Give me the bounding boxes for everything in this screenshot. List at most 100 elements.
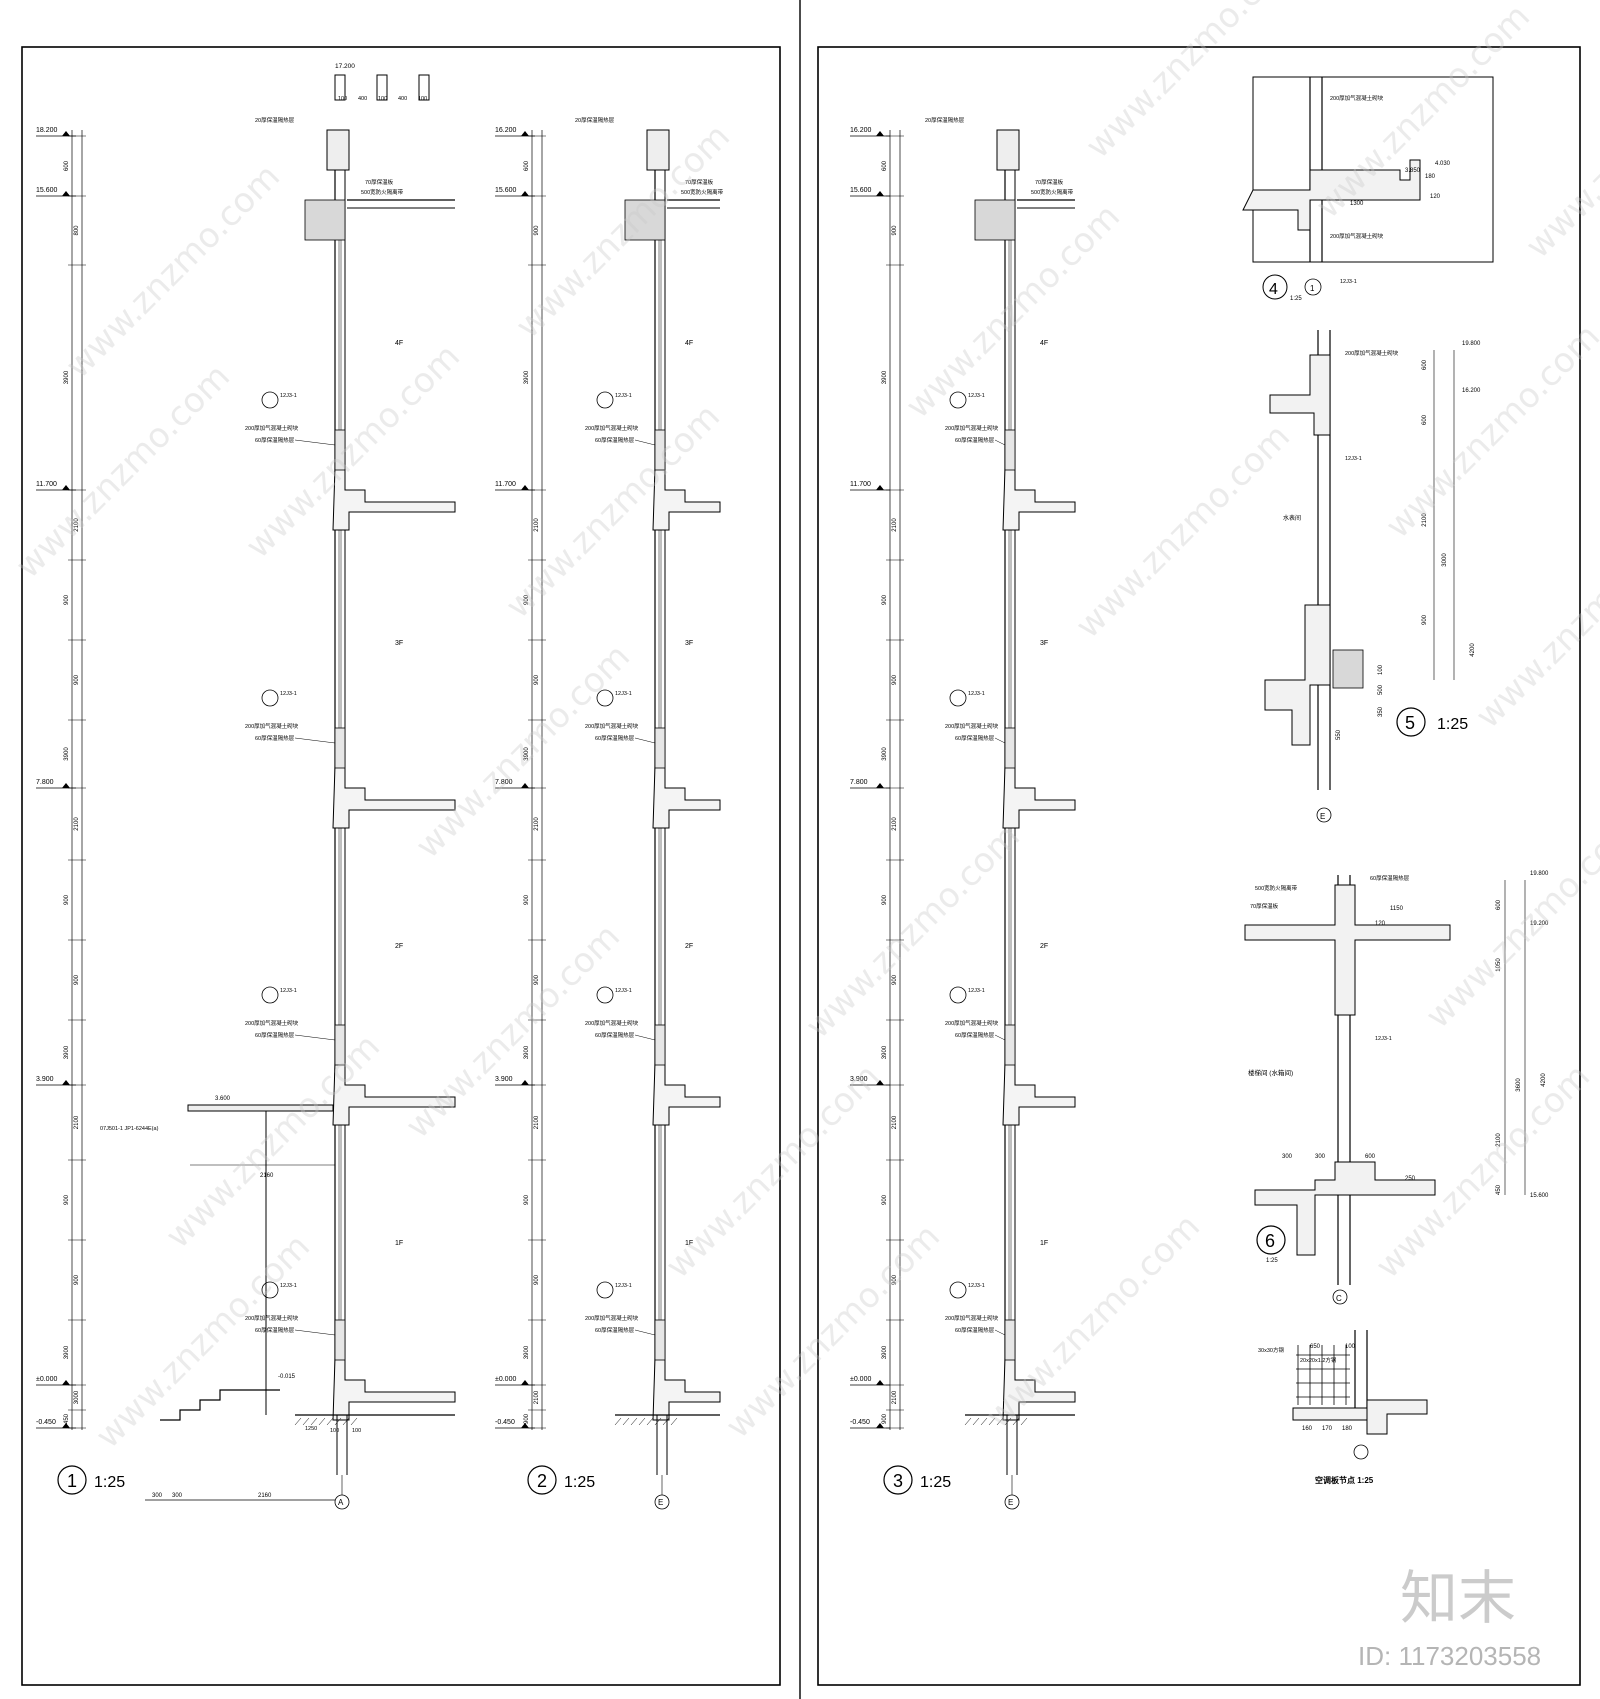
- floor-slab-beam: [1002, 1062, 1076, 1126]
- detail-4-ref: 12J3-1: [1340, 279, 1357, 285]
- insulation-note: 60厚保温隔热层: [955, 436, 995, 444]
- sill-wall-block: [654, 429, 666, 471]
- level-label: 3.900: [495, 1076, 513, 1083]
- detail-6-dimension: 450: [1496, 1184, 1502, 1195]
- detail-4-axis-bubble: [1304, 278, 1322, 296]
- dimension-text: 900: [74, 1274, 80, 1285]
- sill-wall-block: [1004, 1024, 1016, 1066]
- dimension-text: 3900: [882, 1345, 888, 1359]
- detail-reference-text: 12J3-1: [615, 1283, 632, 1289]
- dimension-text: 2100: [74, 817, 80, 831]
- sill-wall-block: [334, 727, 346, 769]
- detail-6-dimension: 3600: [1516, 1078, 1522, 1092]
- level-label: -0.450: [850, 1419, 870, 1426]
- detail-4-dimension: 120: [1430, 194, 1441, 200]
- entrance-steps: [160, 1389, 280, 1421]
- detail-6-dimension: 600: [1496, 899, 1502, 910]
- detail-5-dimension: 550: [1336, 729, 1342, 740]
- insulation-note: 60厚保温隔热层: [595, 1031, 635, 1039]
- detail-4-dimension: 180: [1425, 174, 1436, 180]
- detail-5-parapet: [1269, 354, 1331, 436]
- level-label: 7.800: [495, 779, 513, 786]
- level-label: 11.700: [36, 481, 57, 488]
- sill-wall-block: [654, 1319, 666, 1361]
- ac-note: 20x20x1.2方钢: [1300, 1356, 1337, 1364]
- ac-floor-slab: [1366, 1399, 1428, 1435]
- dimension-text: 900: [74, 674, 80, 685]
- ground-hatch: [670, 1417, 678, 1426]
- dimension-text: 900: [892, 974, 898, 985]
- detail-4-level: 4.030: [1435, 161, 1451, 167]
- roof-note-eps: 500宽防火隔离带: [681, 188, 724, 196]
- detail-4-title-circle: [1262, 274, 1288, 300]
- section-title-circle: [527, 1465, 557, 1495]
- detail-6-dimension: 2100: [1496, 1133, 1502, 1147]
- dimension-text: 3900: [64, 370, 70, 384]
- detail-5-dimension: 900: [1422, 614, 1428, 625]
- wall-section-2: 16.20015.60011.7007.8003.900±0.000-0.450…: [495, 116, 724, 1510]
- detail-5-dimension: 350: [1378, 706, 1384, 717]
- detail-4-axis: 1: [1310, 284, 1315, 293]
- dimension-text: 2100: [534, 817, 540, 831]
- section-title-scale: 1:25: [920, 1474, 951, 1491]
- detail-reference-bubble: [949, 1281, 967, 1299]
- wall-note: 200厚加气混凝土砌块: [945, 722, 999, 730]
- sill-wall-block: [654, 1024, 666, 1066]
- detail-6-dimension: 1050: [1496, 958, 1502, 972]
- detail-5-slab: [1264, 604, 1331, 746]
- axis-bubble: [334, 1494, 350, 1510]
- section-title-number: 3: [893, 1471, 903, 1491]
- detail-6-scale: 1:25: [1266, 1258, 1278, 1264]
- wall-note: 200厚加气混凝土砌块: [245, 1019, 299, 1027]
- top-dimension-text: 100: [418, 96, 427, 102]
- level-marker: [876, 1380, 884, 1385]
- leader-line: [994, 1034, 1006, 1041]
- roof-vent-post: [334, 74, 346, 101]
- level-marker: [876, 783, 884, 788]
- wall-note: 200厚加气混凝土砌块: [245, 1314, 299, 1322]
- detail-reference-text: 12J3-1: [968, 393, 985, 399]
- leader-line: [634, 439, 656, 446]
- detail-6-level: 19.200: [1530, 921, 1549, 927]
- canopy-dimension: 2160: [260, 1173, 274, 1179]
- ground-hatch: [654, 1417, 662, 1426]
- floor-label: 3F: [685, 640, 693, 647]
- dimension-text: 900: [524, 1413, 530, 1424]
- top-dimension-text: 400: [398, 96, 407, 102]
- section-title-scale: 1:25: [94, 1474, 125, 1491]
- level-marker: [521, 485, 529, 490]
- ground-hatch: [302, 1417, 310, 1426]
- wall-note: 200厚加气混凝土砌块: [585, 1019, 639, 1027]
- detail-4-dimension: 1300: [1350, 201, 1364, 207]
- level-marker: [521, 783, 529, 788]
- detail-4-slab: [1242, 159, 1421, 231]
- detail-reference-text: 12J3-1: [280, 393, 297, 399]
- floor-slab-beam: [652, 1357, 721, 1421]
- detail-6-floor-slab: [1254, 1161, 1436, 1256]
- detail-5-title-circle: [1396, 707, 1426, 737]
- insulation-note: 60厚保温隔热层: [255, 1031, 295, 1039]
- detail-6-level: 19.800: [1530, 871, 1549, 877]
- foundation-dimension-text: 100: [352, 1428, 361, 1434]
- dimension-text: 2100: [74, 518, 80, 532]
- detail-5-dimension: 3000: [1442, 553, 1448, 567]
- roof-insulation-block: [304, 199, 346, 241]
- ground-hatch: [630, 1417, 638, 1426]
- leader-line: [294, 439, 336, 446]
- wall-note: 200厚加气混凝土砌块: [945, 1314, 999, 1322]
- level-marker: [876, 1080, 884, 1085]
- dimension-text: 900: [534, 1274, 540, 1285]
- dimension-text: 3900: [524, 1045, 530, 1059]
- level-label: 3.900: [36, 1076, 54, 1083]
- roof-note-board: 70厚保温板: [685, 178, 714, 186]
- insulation-note: 60厚保温隔热层: [255, 1326, 295, 1334]
- detail-reference-bubble: [596, 986, 614, 1004]
- detail-reference-text: 12J3-1: [615, 393, 632, 399]
- ac-dimension: 170: [1322, 1426, 1333, 1432]
- level-label: 16.200: [495, 127, 517, 134]
- roof-note-eps: 500宽防火隔离带: [1031, 188, 1074, 196]
- ac-title: 空调板节点 1:25: [1315, 1475, 1374, 1485]
- sill-wall-block: [334, 429, 346, 471]
- detail-6-ref: 12J3-1: [1375, 1036, 1392, 1042]
- dimension-text: 900: [524, 894, 530, 905]
